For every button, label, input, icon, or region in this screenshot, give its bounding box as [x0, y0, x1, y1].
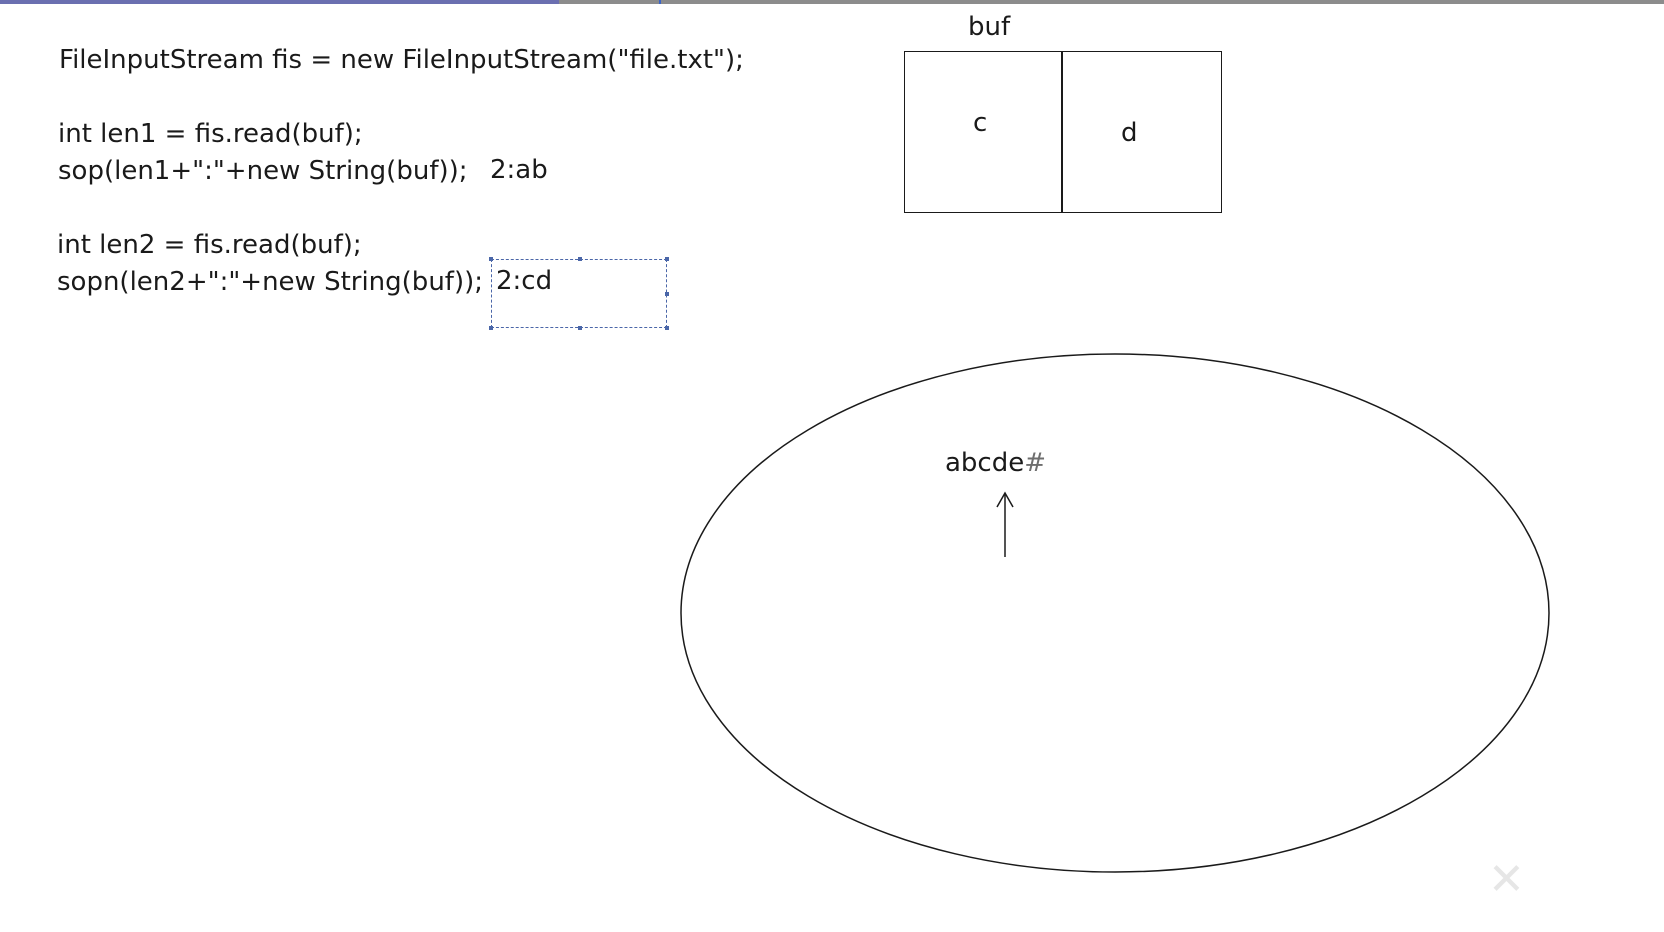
- resize-handle-bottom[interactable]: [578, 326, 582, 330]
- selected-text-box[interactable]: [489, 257, 669, 330]
- buffer-cell-0: c: [973, 108, 988, 138]
- file-ellipse: [680, 353, 1550, 873]
- buffer-array: c d: [904, 51, 1222, 213]
- resize-handle-bottom-left[interactable]: [489, 326, 493, 330]
- code-line-print-len1: sop(len1+":"+new String(buf));: [58, 156, 468, 186]
- buffer-cell-1: d: [1121, 118, 1138, 148]
- read-pointer-arrow-icon: [996, 491, 1014, 557]
- code-line-read-len1: int len1 = fis.read(buf);: [58, 119, 363, 149]
- buffer-label: buf: [968, 12, 1011, 42]
- code-line-print-len2: sopn(len2+":"+new String(buf));: [57, 267, 483, 297]
- resize-handle-right[interactable]: [665, 292, 669, 296]
- result-first-read: 2:ab: [490, 155, 548, 185]
- end-of-file-marker: #: [1024, 448, 1047, 478]
- result-second-read: 2:cd: [496, 266, 553, 296]
- playback-progress-fill: [0, 0, 559, 4]
- file-contents-text: abcde: [945, 448, 1025, 478]
- file-contents: abcde#: [945, 450, 1046, 476]
- code-line-read-len2: int len2 = fis.read(buf);: [57, 230, 362, 260]
- resize-handle-top[interactable]: [578, 257, 582, 261]
- code-line-open-stream: FileInputStream fis = new FileInputStrea…: [59, 45, 744, 75]
- playback-position-marker[interactable]: [659, 0, 661, 4]
- buffer-cell-divider: [1061, 52, 1063, 212]
- resize-handle-bottom-right[interactable]: [665, 326, 669, 330]
- watermark-icon: ✕: [1488, 854, 1525, 905]
- resize-handle-top-right[interactable]: [665, 257, 669, 261]
- resize-handle-top-left[interactable]: [489, 257, 493, 261]
- playback-progress-bar[interactable]: [0, 0, 1664, 4]
